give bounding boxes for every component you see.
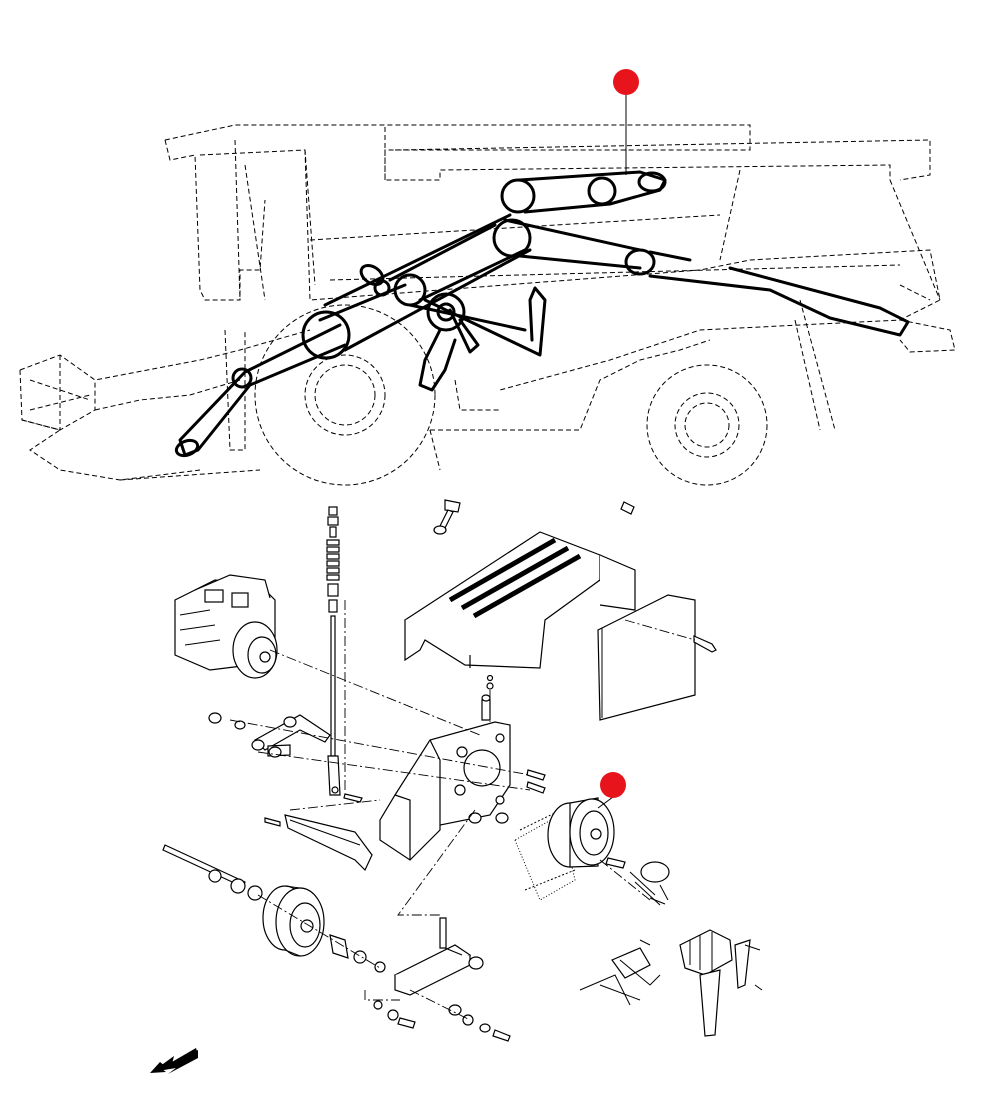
direction-arrow-icon [150, 1048, 198, 1074]
bracket-fasteners [468, 769, 546, 824]
slide-fasteners [373, 1000, 511, 1042]
mounting-bracket [379, 721, 511, 861]
callout-marker-top[interactable] [613, 69, 639, 175]
idler-shaft [162, 844, 263, 901]
side-panel [597, 594, 696, 721]
belt-drive-system [174, 170, 910, 458]
pulley-central-large [426, 292, 466, 332]
idler-spacers [329, 934, 386, 973]
drive-pulley [514, 797, 615, 901]
combine-outline [19, 124, 956, 486]
drive-pulley-fasteners [605, 857, 670, 906]
sleeve-small [620, 501, 635, 515]
hydraulic-pump [174, 574, 278, 679]
bracket-bolt [481, 674, 494, 721]
pulley-feeder [301, 310, 351, 360]
idler-pulley-large [262, 885, 325, 957]
belt-guard-cover [403, 531, 636, 669]
tensioner-arm [208, 712, 331, 758]
tension-rod-assembly [326, 506, 363, 803]
pulley-mid-right [624, 248, 656, 276]
alignment-lines [229, 600, 696, 1021]
slide-assembly [393, 917, 484, 996]
pulley-upper-middle [587, 176, 617, 206]
bolt-top [433, 499, 461, 535]
panel-bolt [693, 635, 717, 653]
idler-bracket [264, 814, 373, 872]
pulley-upper-left [500, 178, 536, 214]
pulley-central [393, 273, 427, 307]
alternator-assembly [579, 929, 763, 1037]
callout-marker-bottom[interactable] [597, 772, 626, 809]
